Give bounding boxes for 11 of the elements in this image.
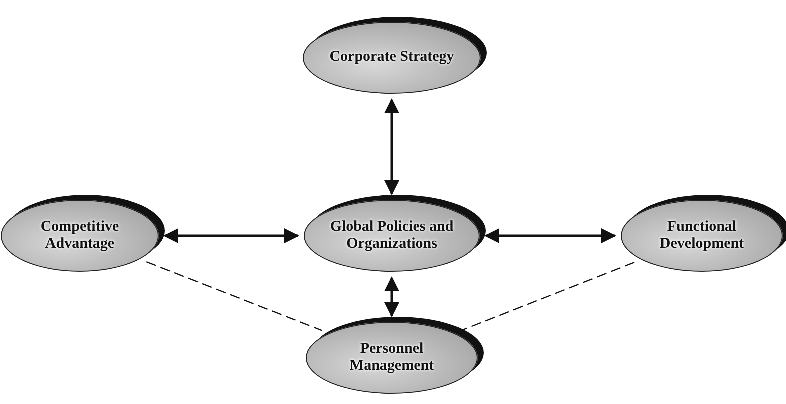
node-label: Personnel Management [348, 340, 436, 376]
double-arrow [384, 98, 400, 196]
node-label: Global Policies and Organizations [329, 218, 455, 254]
double-arrow [384, 276, 400, 318]
double-arrow [164, 228, 300, 244]
dashed-connector [461, 262, 635, 332]
node-label: Competitive Advantage [40, 218, 120, 254]
node-label: Functional Development [658, 218, 746, 254]
double-arrow [484, 228, 616, 244]
dashed-connector [146, 262, 322, 332]
node-label: Corporate Strategy [330, 49, 454, 67]
